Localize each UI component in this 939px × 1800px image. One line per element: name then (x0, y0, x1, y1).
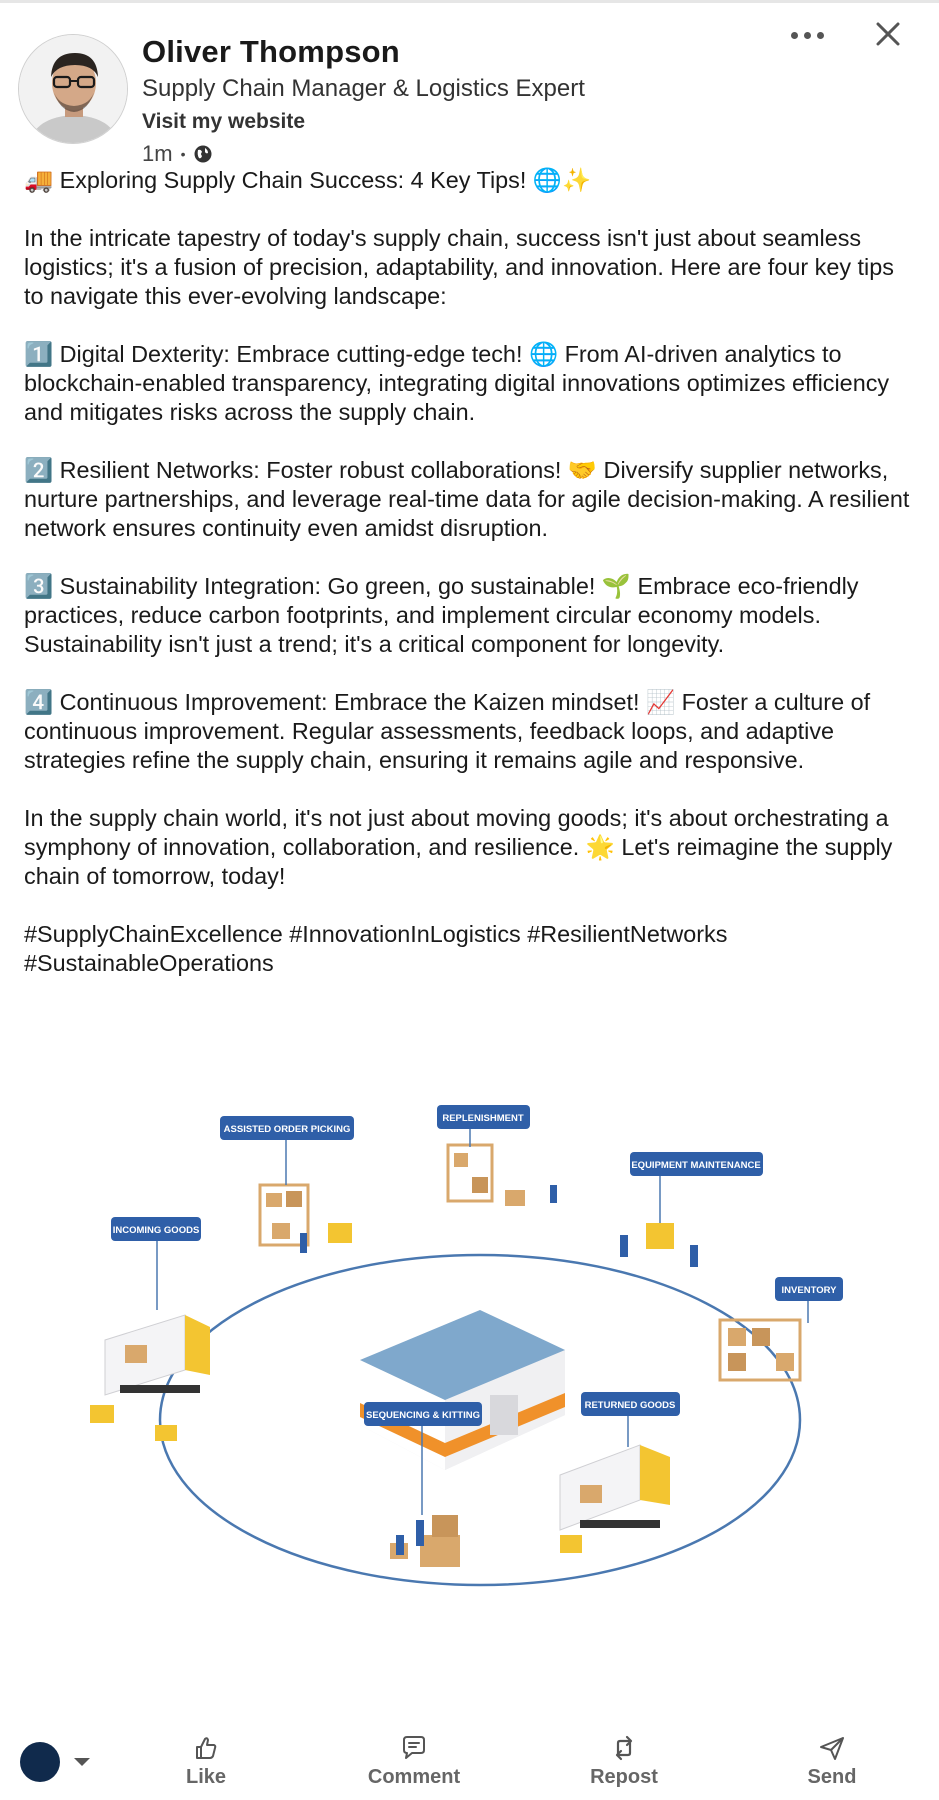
post-header: Oliver Thompson Supply Chain Manager & L… (18, 34, 921, 166)
author-name[interactable]: Oliver Thompson (142, 34, 400, 69)
post-paragraph: 🚚 Exploring Supply Chain Success: 4 Key … (24, 167, 592, 193)
post-paragraph: In the supply chain world, it's not just… (24, 805, 899, 889)
incoming-truck (104, 1314, 210, 1396)
svg-text:INVENTORY: INVENTORY (782, 1285, 838, 1296)
svg-text:INCOMING GOODS: INCOMING GOODS (113, 1225, 200, 1236)
send-button[interactable]: Send (762, 1734, 902, 1794)
comment-icon (403, 1736, 425, 1759)
svg-text:ASSISTED ORDER PICKING: ASSISTED ORDER PICKING (224, 1124, 351, 1135)
repost-button[interactable]: Repost (554, 1734, 694, 1794)
chevron-down-icon[interactable] (74, 1758, 90, 1766)
post-paragraph: 3️⃣ Sustainability Integration: Go green… (24, 573, 865, 657)
like-label: Like (185, 1766, 227, 1788)
more-dot-icon (803, 31, 811, 39)
like-icon (196, 1737, 217, 1759)
author-avatar[interactable] (18, 34, 128, 144)
label-incoming-goods: INCOMING GOODS (111, 1217, 201, 1310)
svg-text:SEQUENCING & KITTING: SEQUENCING & KITTING (366, 1410, 480, 1421)
author-headline: Supply Chain Manager & Logistics Expert (142, 75, 585, 102)
visit-website-link[interactable]: Visit my website (142, 110, 306, 133)
cycle-ring (158, 1253, 802, 1587)
label-replenishment: REPLENISHMENT (437, 1105, 530, 1147)
returned-truck (559, 1444, 670, 1531)
send-icon (820, 1737, 844, 1760)
repost-icon (615, 1735, 633, 1761)
comment-button[interactable]: Comment (344, 1734, 484, 1794)
author-portrait (19, 35, 127, 143)
warehouse-building (360, 1310, 565, 1470)
svg-text:EQUIPMENT MAINTENANCE: EQUIPMENT MAINTENANCE (631, 1160, 760, 1171)
svg-text:RETURNED GOODS: RETURNED GOODS (585, 1400, 676, 1411)
replenishment-shelf (446, 1143, 525, 1206)
like-button[interactable]: Like (136, 1734, 276, 1794)
post-image[interactable]: ASSISTED ORDER PICKING REPLENISHMENT EQU… (60, 1095, 880, 1615)
post-body: 🚚 Exploring Supply Chain Success: 4 Key … (24, 166, 919, 1007)
inventory-shelf (718, 1318, 802, 1382)
forklift (90, 1223, 674, 1553)
picking-shelf (258, 1183, 310, 1247)
send-label: Send (807, 1766, 857, 1788)
post-action-bar: Like Comment Repost Send (0, 1718, 939, 1800)
post-paragraph: 2️⃣ Resilient Networks: Foster robust co… (24, 457, 916, 541)
post-time: 1m (142, 141, 173, 166)
label-equipment-maintenance: EQUIPMENT MAINTENANCE (630, 1152, 763, 1223)
more-dot-icon (816, 31, 824, 39)
top-divider (0, 0, 939, 3)
meta-separator: • (180, 146, 186, 162)
close-icon[interactable] (868, 14, 908, 54)
comment-label: Comment (367, 1766, 461, 1788)
post-paragraph: In the intricate tapestry of today's sup… (24, 225, 901, 309)
post-paragraph: 4️⃣ Continuous Improvement: Embrace the … (24, 689, 877, 773)
label-sequencing-kitting: SEQUENCING & KITTING (364, 1402, 482, 1515)
post-hashtags[interactable]: #SupplyChainExcellence #InnovationInLogi… (24, 921, 734, 976)
globe-icon (194, 145, 212, 163)
more-options-button[interactable] (780, 20, 834, 50)
label-assisted-order-picking: ASSISTED ORDER PICKING (220, 1116, 354, 1185)
more-dot-icon (790, 31, 798, 39)
svg-text:REPLENISHMENT: REPLENISHMENT (442, 1113, 523, 1124)
post-paragraph: 1️⃣ Digital Dexterity: Embrace cutting-e… (24, 341, 896, 425)
post-meta: 1m • (142, 141, 213, 167)
reaction-avatar[interactable] (20, 1742, 60, 1782)
label-returned-goods: RETURNED GOODS (581, 1392, 680, 1447)
repost-label: Repost (590, 1766, 658, 1788)
workers (300, 1185, 698, 1555)
label-inventory: INVENTORY (775, 1277, 843, 1323)
supply-chain-illustration: ASSISTED ORDER PICKING REPLENISHMENT EQU… (90, 1105, 843, 1587)
